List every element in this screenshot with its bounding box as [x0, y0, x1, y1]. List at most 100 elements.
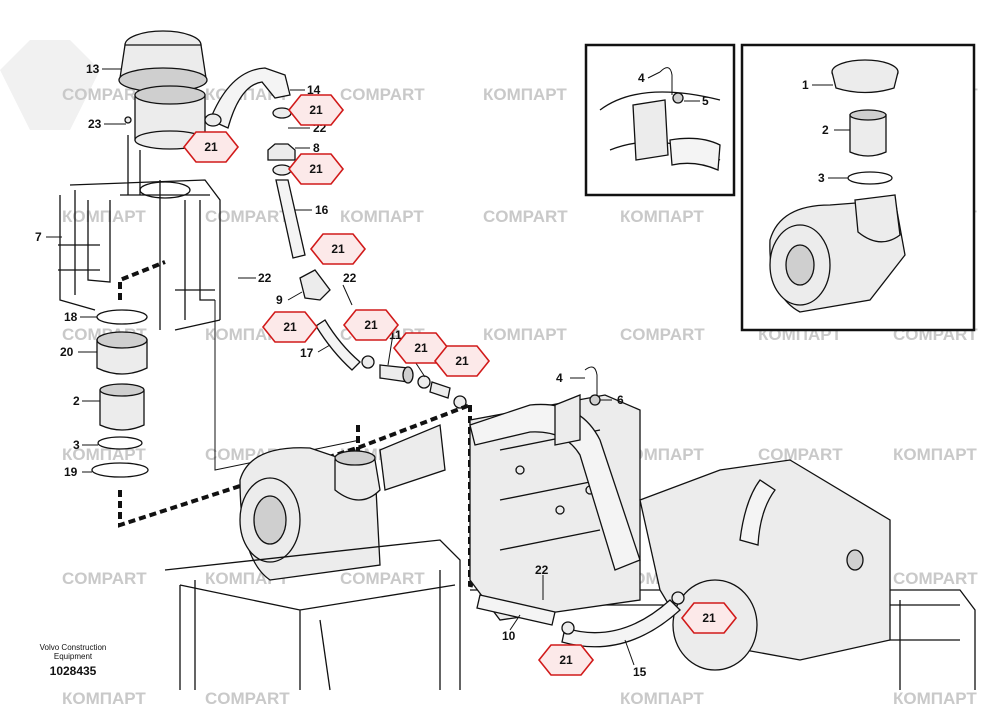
hose-chain: [204, 67, 467, 409]
hex-callout-21: 21: [261, 311, 319, 343]
intake-duct: [379, 424, 446, 491]
watermark-text: COMPART: [483, 207, 568, 226]
hex-callout-21: 21: [287, 153, 345, 185]
watermark-text: COMPART: [205, 689, 290, 706]
watermark-text: COMPART: [62, 569, 147, 588]
callout-17: 17: [300, 346, 314, 360]
bolt-icon: [515, 465, 525, 475]
watermark-text: COMPART: [62, 85, 147, 104]
manufacturer-name: Volvo Construction: [40, 643, 107, 652]
engine-block-right: [469, 366, 891, 671]
callout-3: 3: [818, 171, 825, 185]
svg-text:21: 21: [455, 354, 469, 368]
hose-17: [315, 319, 361, 371]
manufacturer-name-line2: Equipment: [54, 652, 93, 661]
bracket-9: [299, 269, 331, 301]
watermark-text: COMPART: [620, 325, 705, 344]
indicator-icon: [589, 394, 601, 406]
watermark-text: КОМПАРТ: [620, 689, 704, 706]
callout-19: 19: [64, 465, 78, 479]
hose-15: [561, 599, 681, 648]
air-filter-housing-main: [239, 424, 446, 581]
callout-6: 6: [617, 393, 624, 407]
svg-text:21: 21: [309, 103, 323, 117]
hex-callout-21: 21: [537, 644, 595, 676]
hose-clamp: [96, 309, 148, 325]
callout-22: 22: [343, 271, 357, 285]
callout-7: 7: [35, 230, 42, 244]
callout-16: 16: [315, 203, 329, 217]
hex-callout-21: 21: [182, 131, 240, 163]
svg-text:21: 21: [283, 320, 297, 334]
callout-13: 13: [86, 62, 100, 76]
svg-text:21: 21: [204, 140, 218, 154]
filter-inlet: [334, 459, 381, 501]
precleaner-assembly: [118, 30, 208, 150]
straight-hose-16: [275, 179, 306, 259]
callout-22: 22: [258, 271, 272, 285]
watermark-text: КОМПАРТ: [620, 445, 704, 464]
watermark-row-6: КОМПАРТ COMPART КОМПАРТ КОМПАРТ: [62, 689, 977, 706]
callout-9: 9: [276, 293, 283, 307]
curved-hose-14: [209, 67, 291, 129]
watermark-text: КОМПАРТ: [62, 207, 146, 226]
hex-callout-21: 21: [680, 602, 738, 634]
hose-clamp: [91, 462, 149, 478]
callout-14: 14: [307, 83, 321, 97]
lower-stack: [91, 309, 149, 478]
callout-18: 18: [64, 310, 78, 324]
drawing-footer: Volvo Construction Equipment 1028435: [40, 643, 107, 678]
hose-10: [476, 594, 556, 626]
callout-2: 2: [73, 394, 80, 408]
hex-callout-21: 21: [342, 309, 400, 341]
watermark-text: КОМПАРТ: [483, 85, 567, 104]
watermark-text: КОМПАРТ: [620, 207, 704, 226]
inset-box-large: [740, 43, 976, 332]
adapter-tube: [99, 389, 145, 431]
callout-3: 3: [73, 438, 80, 452]
callout-4: 4: [638, 71, 645, 85]
callout-20: 20: [60, 345, 74, 359]
hex-callout-21: 21: [309, 233, 367, 265]
support-frame: [58, 135, 221, 331]
callout-8: 8: [313, 141, 320, 155]
svg-text:21: 21: [559, 653, 573, 667]
watermark-text: КОМПАРТ: [62, 689, 146, 706]
bracket-8: [267, 143, 296, 161]
watermark-text: КОМПАРТ: [62, 445, 146, 464]
bolt-icon: [555, 505, 565, 515]
callout-2: 2: [822, 123, 829, 137]
callout-15: 15: [633, 665, 647, 679]
watermark-text: COMPART: [205, 207, 290, 226]
callout-1: 1: [802, 78, 809, 92]
callout-10: 10: [502, 629, 516, 643]
callout-22: 22: [535, 563, 549, 577]
watermark-text: COMPART: [340, 569, 425, 588]
watermark-text: COMPART: [758, 445, 843, 464]
callout-5: 5: [702, 94, 709, 108]
svg-text:21: 21: [702, 611, 716, 625]
hex-callout-21: 21: [433, 345, 491, 377]
leader-lines: [46, 68, 850, 666]
callout-4: 4: [556, 371, 563, 385]
connector-12: [429, 381, 451, 399]
svg-text:21: 21: [414, 341, 428, 355]
watermark-text: COMPART: [893, 569, 978, 588]
exhaust-pipe: [739, 479, 776, 546]
svg-text:21: 21: [364, 318, 378, 332]
watermark-text: COMPART: [340, 85, 425, 104]
watermark-text: КОМПАРТ: [893, 689, 977, 706]
indicator-bracket: [554, 394, 581, 446]
inset-box-small: [584, 43, 736, 197]
watermark-text: КОМПАРТ: [893, 445, 977, 464]
bolt-icon: [124, 116, 132, 124]
adapter-2-inset: [849, 114, 887, 157]
watermark-text: КОМПАРТ: [340, 207, 424, 226]
hex-callouts: 21 21 21 21 21 21 21 21: [182, 94, 738, 676]
precleaner-body-top: [134, 85, 206, 105]
drawing-number: 1028435: [50, 664, 97, 678]
callout-23: 23: [88, 117, 102, 131]
svg-text:21: 21: [309, 162, 323, 176]
svg-text:21: 21: [331, 242, 345, 256]
